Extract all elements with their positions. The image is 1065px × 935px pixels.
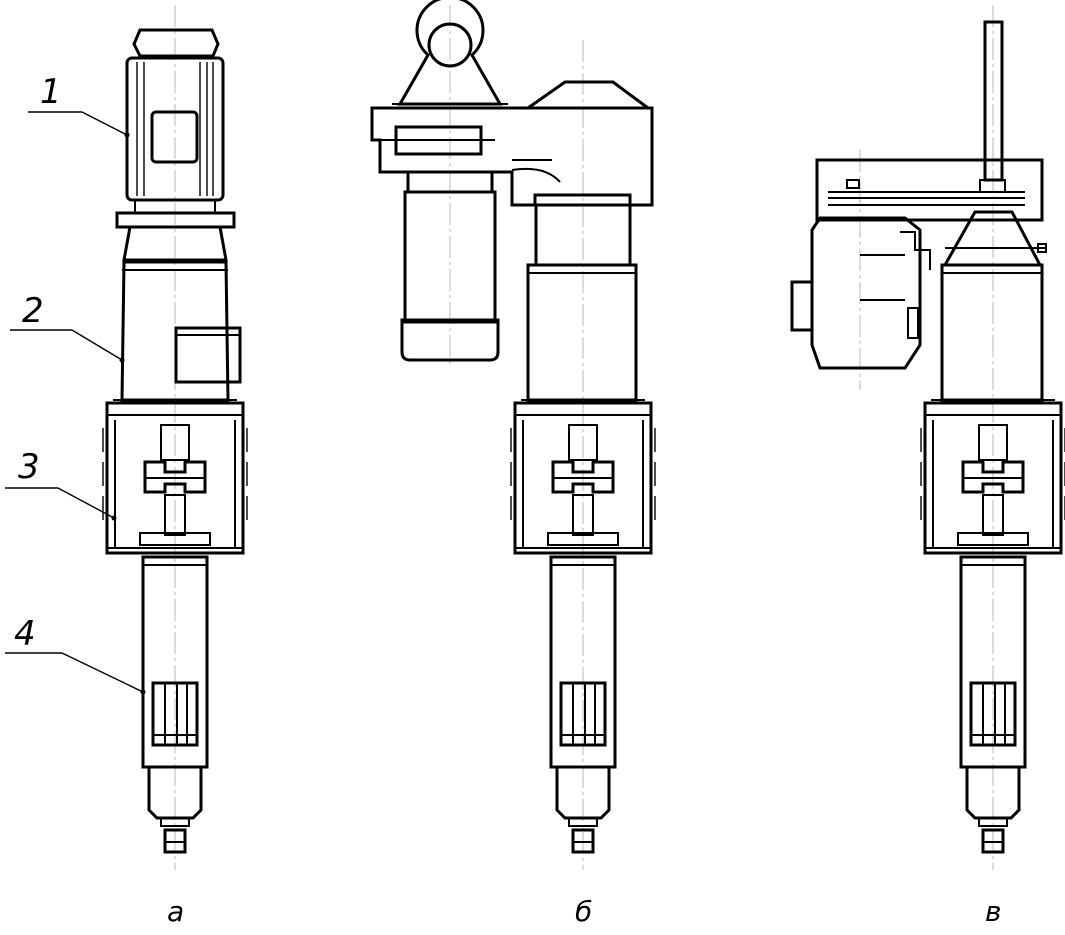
- callout-3-label: 3: [18, 447, 40, 487]
- callout-4-label: 4: [14, 614, 36, 654]
- caption-a: а: [167, 895, 184, 928]
- caption-b: б: [575, 895, 592, 928]
- callout-2-label: 2: [22, 291, 44, 331]
- callout-1-label: 1: [40, 72, 62, 112]
- caption-c: в: [985, 895, 1002, 928]
- variant-a-assembly: [101, 5, 249, 870]
- variant-c-assembly: [790, 5, 1065, 870]
- variant-b-assembly: [370, 0, 657, 870]
- callout-leaders: [5, 111, 146, 695]
